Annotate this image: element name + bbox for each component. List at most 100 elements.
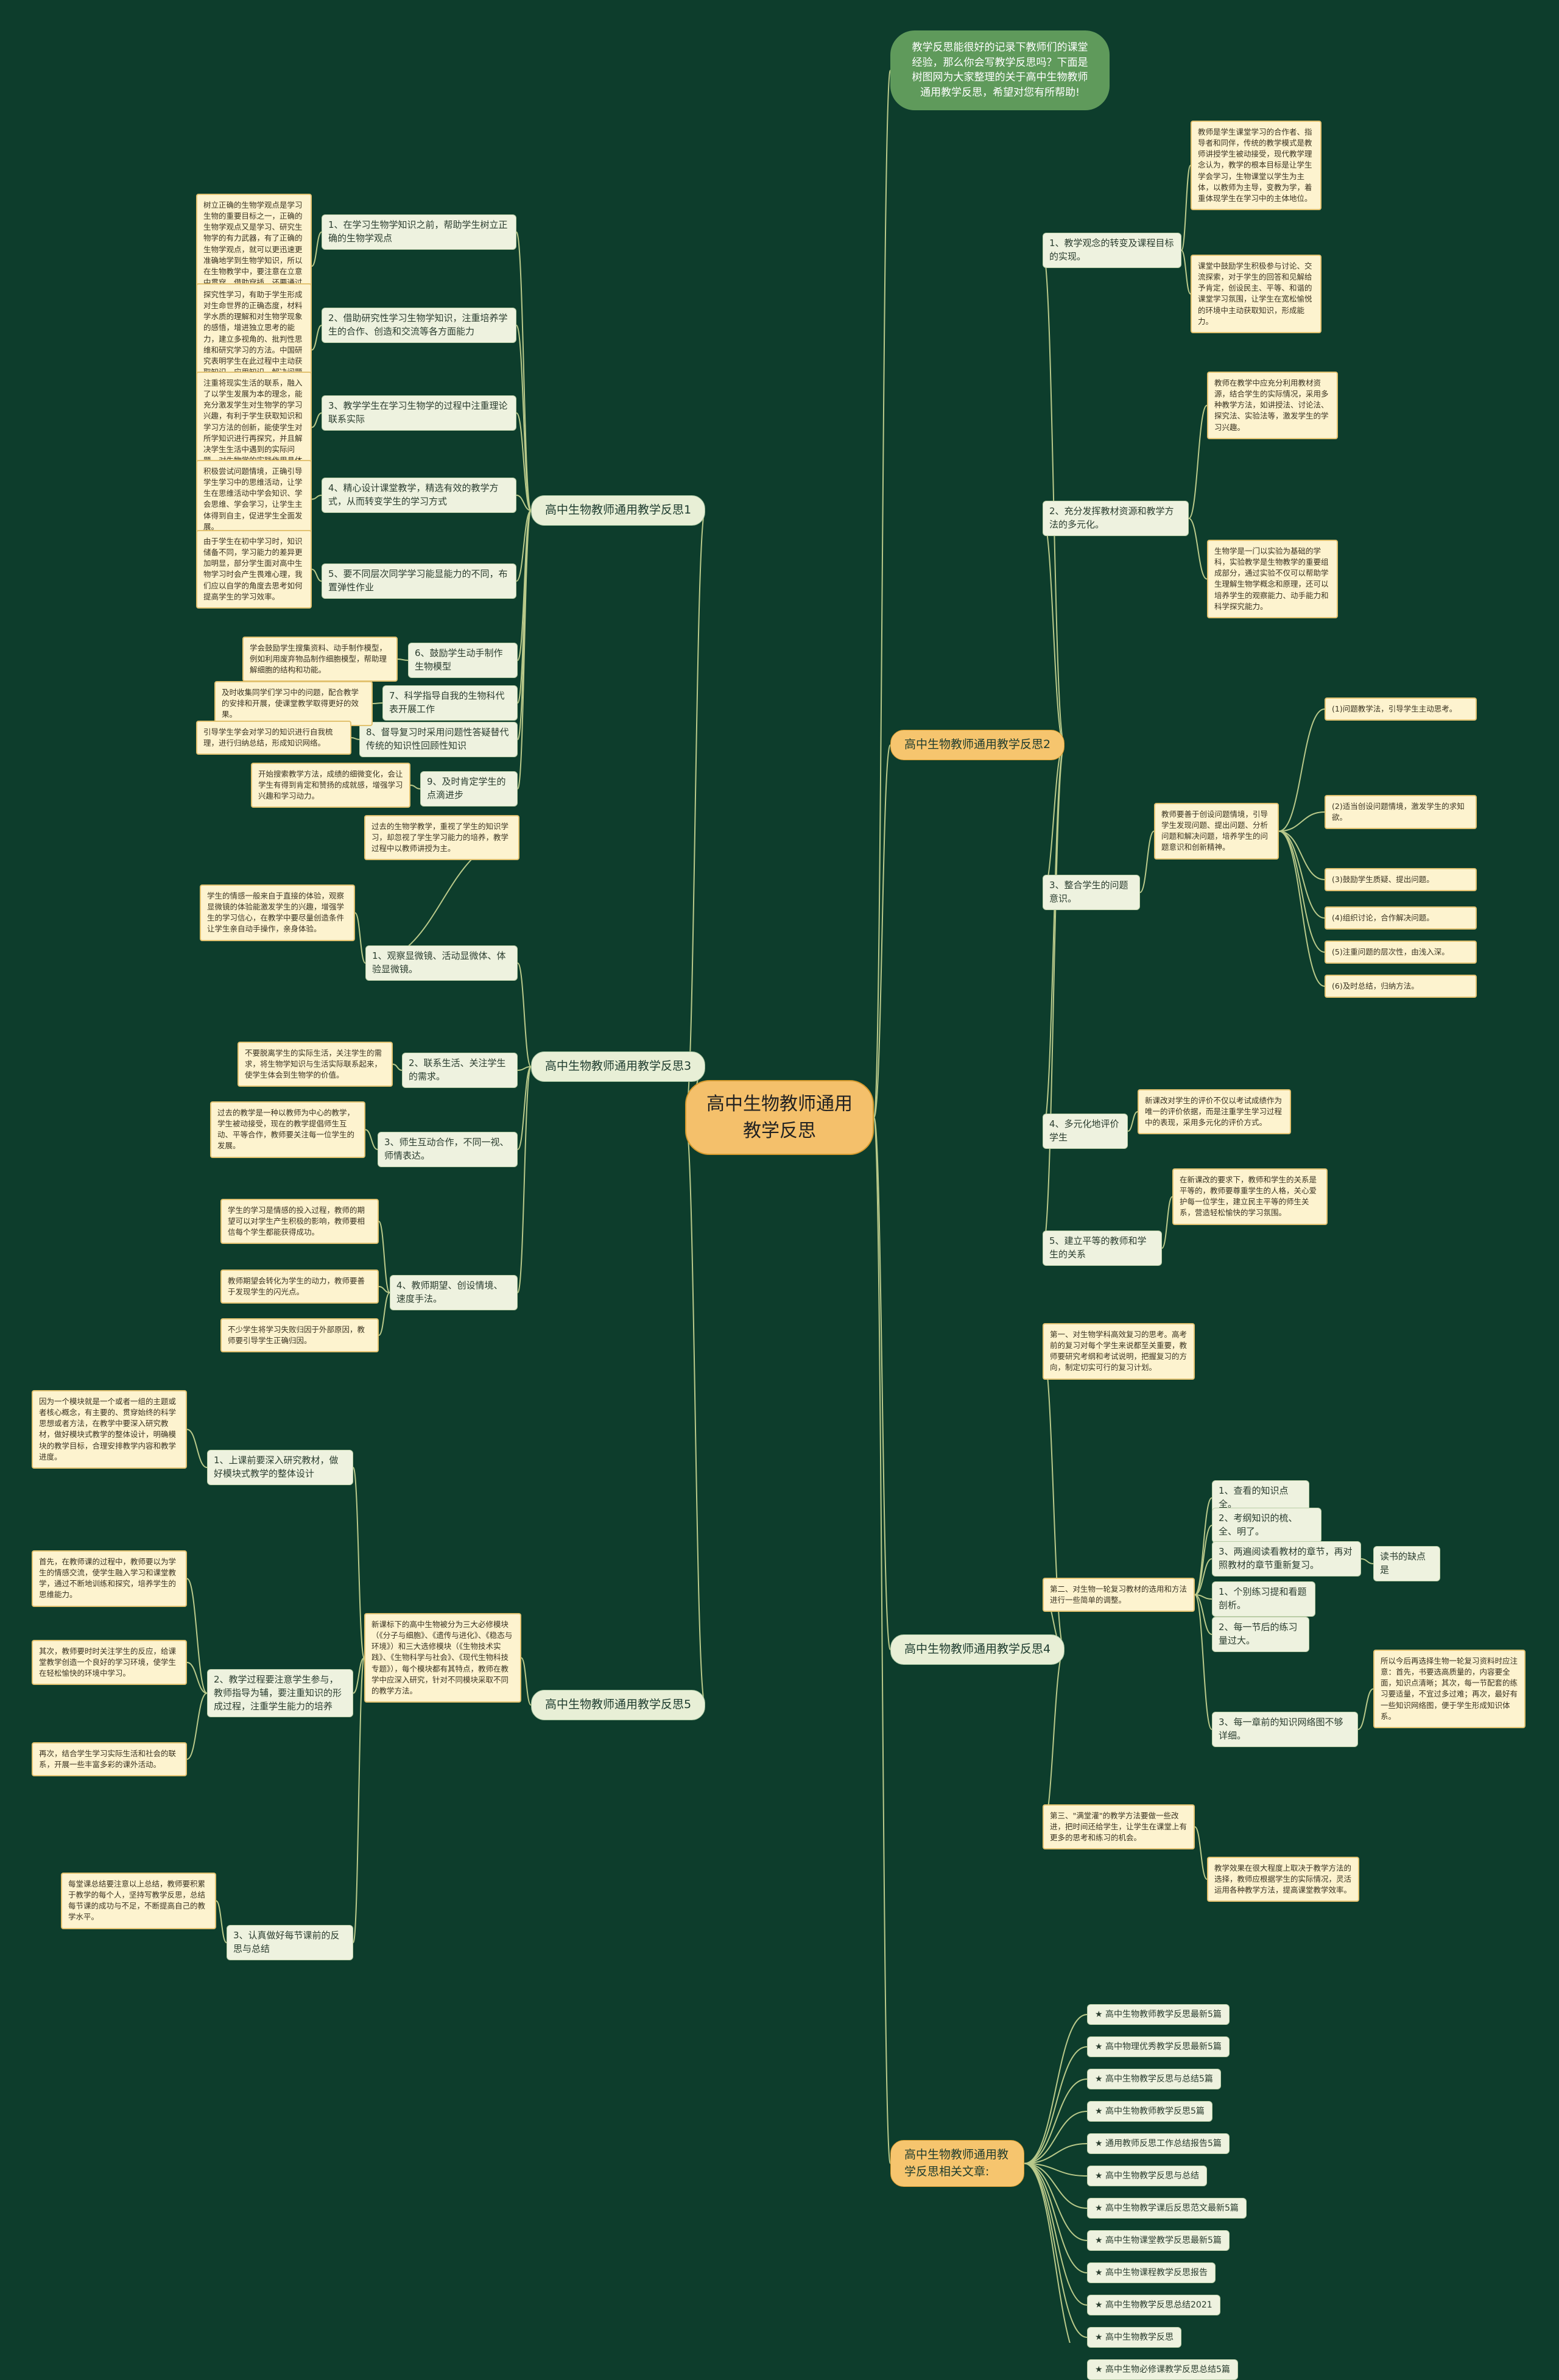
b2-step-1: (1)问题教学法，引导学生主动思考。 xyxy=(1325,697,1477,721)
b1-note-6: 学会鼓励学生搜集资料、动手制作模型，例如利用废弃物品制作细胞模型，帮助理解细胞的… xyxy=(242,637,398,682)
b3-sub-2[interactable]: 2、联系生活、关注学生的需求。 xyxy=(402,1053,518,1088)
connector xyxy=(1194,1525,1212,1595)
related-article-link[interactable]: ★ 高中生物教学课后反思范文最新5篇 xyxy=(1087,2198,1247,2219)
connector xyxy=(1161,1196,1173,1249)
b3-sub-4[interactable]: 4、教师期望、创设情境、速度手法。 xyxy=(390,1275,518,1310)
b2-sub-1[interactable]: 1、教学观念的转变及课程目标的实现。 xyxy=(1043,233,1181,268)
b2-sub-5[interactable]: 5、建立平等的教师和学生的关系 xyxy=(1043,1231,1162,1266)
b2-sub-2[interactable]: 2、充分发挥教材资源和教学方法的多元化。 xyxy=(1043,501,1189,536)
connector xyxy=(516,412,532,511)
b1-sub-6[interactable]: 6、鼓励学生动手制作生物模型 xyxy=(408,643,518,678)
related-article-link[interactable]: ★ 高中生物教学反思总结2021 xyxy=(1087,2295,1220,2316)
b4-sub-3[interactable]: 3、两遍阅读看教材的章节，再对照教材的章节重新复习。 xyxy=(1212,1541,1361,1577)
connector xyxy=(311,231,322,267)
connector xyxy=(517,1066,532,1150)
b4-shortcoming-tag[interactable]: 读书的缺点是 xyxy=(1373,1546,1440,1581)
connector xyxy=(1278,708,1325,832)
connector xyxy=(1194,1594,1212,1730)
connector xyxy=(1024,2078,1088,2164)
connector xyxy=(1181,164,1191,251)
connector xyxy=(372,702,383,704)
b1-sub-3[interactable]: 3、教学学生在学习生物学的过程中注重理论联系实际 xyxy=(322,395,516,431)
branch-reflection-5[interactable]: 高中生物教师通用教学反思5 xyxy=(531,1690,706,1720)
connector xyxy=(1194,1497,1212,1595)
b1-sub-5[interactable]: 5、要不同层次同学学习能显能力的不同，布置弹性作业 xyxy=(322,563,516,599)
b2-note-4: 生物学是一门以实验为基础的学科，实验教学是生物教学的重要组成部分，通过实验不仅可… xyxy=(1207,540,1338,618)
b2-note-2: 课堂中鼓励学生积极参与讨论、交流探索，对于学生的回答和见解给予肯定，创设民主、平… xyxy=(1191,255,1321,333)
connector xyxy=(1188,518,1208,580)
branch-reflection-2[interactable]: 高中生物教师通用教学反思2 xyxy=(890,730,1065,760)
b1-sub-2[interactable]: 2、借助研究性学习生物学知识，注重培养学生的合作、创造和交流等各方面能力 xyxy=(322,308,516,343)
b3-note-6: 教师期望会转化为学生的动力，教师要善于发现学生的闪光点。 xyxy=(220,1269,379,1304)
b4-sub-2[interactable]: 2、考纲知识的梳、全、明了。 xyxy=(1212,1508,1321,1543)
b4-para-3: 第三、"满堂灌"的教学方法要做一些改进，把时间还给学生，让学生在课堂上有更多的思… xyxy=(1043,1804,1195,1850)
b5-note-4: 再次，结合学生学习实际生活和社会的联系，开展一些丰富多彩的课外活动。 xyxy=(32,1742,187,1777)
related-article-link[interactable]: ★ 高中物理优秀教学反思最新5篇 xyxy=(1087,2036,1230,2058)
intro-bubble: 教学反思能很好的记录下教师们的课堂经验，那么你会写教学反思吗？下面是树图网为大家… xyxy=(890,30,1110,110)
branch-reflection-4[interactable]: 高中生物教师通用教学反思4 xyxy=(890,1634,1065,1665)
connector xyxy=(1024,2163,1088,2209)
connector xyxy=(521,1657,532,1706)
b2-step-3: (3)鼓励学生质疑、提出问题。 xyxy=(1325,868,1477,892)
related-article-link[interactable]: ★ 高中生物教学反思与总结5篇 xyxy=(1087,2069,1221,2090)
connector xyxy=(873,1117,891,1650)
b2-note-1: 教师是学生课堂学习的合作者、指导者和同伴，传统的教学模式是教师讲授学生被动接受，… xyxy=(1191,121,1321,210)
connector xyxy=(378,1286,390,1293)
b2-sub-3[interactable]: 3、整合学生的问题意识。 xyxy=(1043,875,1140,910)
connector xyxy=(1024,2163,1088,2338)
related-article-link[interactable]: ★ 高中生物教学反思 xyxy=(1087,2327,1182,2348)
connector xyxy=(873,69,891,1118)
b2-sub-4[interactable]: 4、多元化地评价学生 xyxy=(1043,1114,1128,1149)
branch-related-articles[interactable]: 高中生物教师通用教学反思相关文章: xyxy=(890,2140,1024,2188)
connector xyxy=(365,1129,378,1150)
connector xyxy=(517,962,532,1067)
branch-reflection-1[interactable]: 高中生物教师通用教学反思1 xyxy=(531,495,706,526)
related-article-link[interactable]: ★ 高中生物教学反思与总结 xyxy=(1087,2166,1208,2187)
b3-note-5: 学生的学习是情感的投入过程，教师的期望可以对学生产生积极的影响，教师要相信每个学… xyxy=(220,1199,379,1245)
b5-note-5: 每堂课总结要注意以上总结，教师要积累于教学的每个人，坚持写教学反思，总结每节课的… xyxy=(61,1873,216,1929)
connector xyxy=(1360,1558,1374,1564)
b4-para-2: 第二、对生物一轮复习教材的选用和方法进行一些简单的调整。 xyxy=(1043,1578,1195,1612)
related-article-link[interactable]: ★ 通用教师反思工作总结报告5篇 xyxy=(1087,2133,1230,2155)
b3-note-3: 不要脱离学生的实际生活，关注学生的需求，将生物学知识与生活实际联系起来，使学生体… xyxy=(238,1042,393,1087)
connector xyxy=(378,1221,390,1293)
b1-sub-8[interactable]: 8、督导复习时采用问题性答疑替代传统的知识性回顾性知识 xyxy=(359,722,518,757)
connector xyxy=(1024,2046,1088,2164)
b3-sub-3[interactable]: 3、师生互动合作，不同一视、师情表达。 xyxy=(378,1132,518,1167)
connector xyxy=(353,1467,365,1659)
connector xyxy=(1024,2163,1088,2273)
b1-sub-4[interactable]: 4、精心设计课堂教学，精选有效的教学方式，从而转变学生的学习方式 xyxy=(322,478,516,513)
b5-note-1: 因为一个模块就是一个或者一组的主题或者核心概念，有主要的、贯穿始终的科学思想或者… xyxy=(32,1390,187,1469)
b1-sub-7[interactable]: 7、科学指导自我的生物科代表开展工作 xyxy=(382,685,518,721)
related-article-link[interactable]: ★ 高中生物教师教学反思5篇 xyxy=(1087,2101,1212,2122)
b4-sub-5[interactable]: 2、每一节后的练习量过大。 xyxy=(1212,1617,1309,1652)
connector xyxy=(1042,744,1065,1249)
connector xyxy=(392,1064,403,1071)
related-article-link[interactable]: ★ 高中生物必修课教学反思总结5篇 xyxy=(1087,2359,1238,2380)
connector xyxy=(1024,2163,1088,2177)
root-topic[interactable]: 高中生物教师通用教学反思 xyxy=(685,1080,874,1155)
b5-sub-1[interactable]: 1、上课前要深入研究教材，做好模块式教学的整体设计 xyxy=(207,1450,353,1485)
b5-sub-3[interactable]: 3、认真做好每节课前的反思与总结 xyxy=(227,1925,353,1960)
b3-note-7: 不少学生将学习失败归因于外部原因，教师要引导学生正确归因。 xyxy=(220,1318,379,1353)
connector xyxy=(354,912,366,964)
related-article-link[interactable]: ★ 高中生物教师教学反思最新5篇 xyxy=(1087,2004,1230,2025)
b2-note-7: 在新课改的要求下，教师和学生的关系是平等的，教师要尊重学生的人格，关心爱护每一位… xyxy=(1172,1168,1328,1225)
b4-sub-4[interactable]: 1、个别练习提和看题剖析。 xyxy=(1212,1581,1315,1617)
related-article-link[interactable]: ★ 高中生物课程教学反思报告 xyxy=(1087,2262,1216,2284)
connector xyxy=(1042,744,1065,1132)
connector xyxy=(516,495,532,511)
b4-sub-6[interactable]: 3、每一章前的知识网络图不够详细。 xyxy=(1212,1712,1358,1747)
b1-sub-1[interactable]: 1、在学习生物学知识之前，帮助学生树立正确的生物学观点 xyxy=(322,214,516,250)
b1-sub-9[interactable]: 9、及时肯定学生的点滴进步 xyxy=(420,771,518,807)
connector xyxy=(1024,2163,1088,2306)
branch-reflection-3[interactable]: 高中生物教师通用教学反思3 xyxy=(531,1051,706,1082)
connector xyxy=(311,412,322,428)
b5-sub-2[interactable]: 2、教学过程要注意学生参与，教师指导为辅，要注重知识的形成过程，注重学生能力的培… xyxy=(207,1669,353,1718)
connector xyxy=(1278,830,1325,953)
related-article-link[interactable]: ★ 高中生物课堂教学反思最新5篇 xyxy=(1087,2230,1230,2251)
b3-sub-1[interactable]: 1、观察显微镜、活动显微体、体验显微镜。 xyxy=(365,945,518,981)
b2-step-4: (4)组织讨论，合作解决问题。 xyxy=(1325,906,1477,930)
b3-note-1: 过去的生物学教学，重视了学生的知识学习，却忽视了学生学习能力的培养，教学过程中以… xyxy=(364,815,519,861)
